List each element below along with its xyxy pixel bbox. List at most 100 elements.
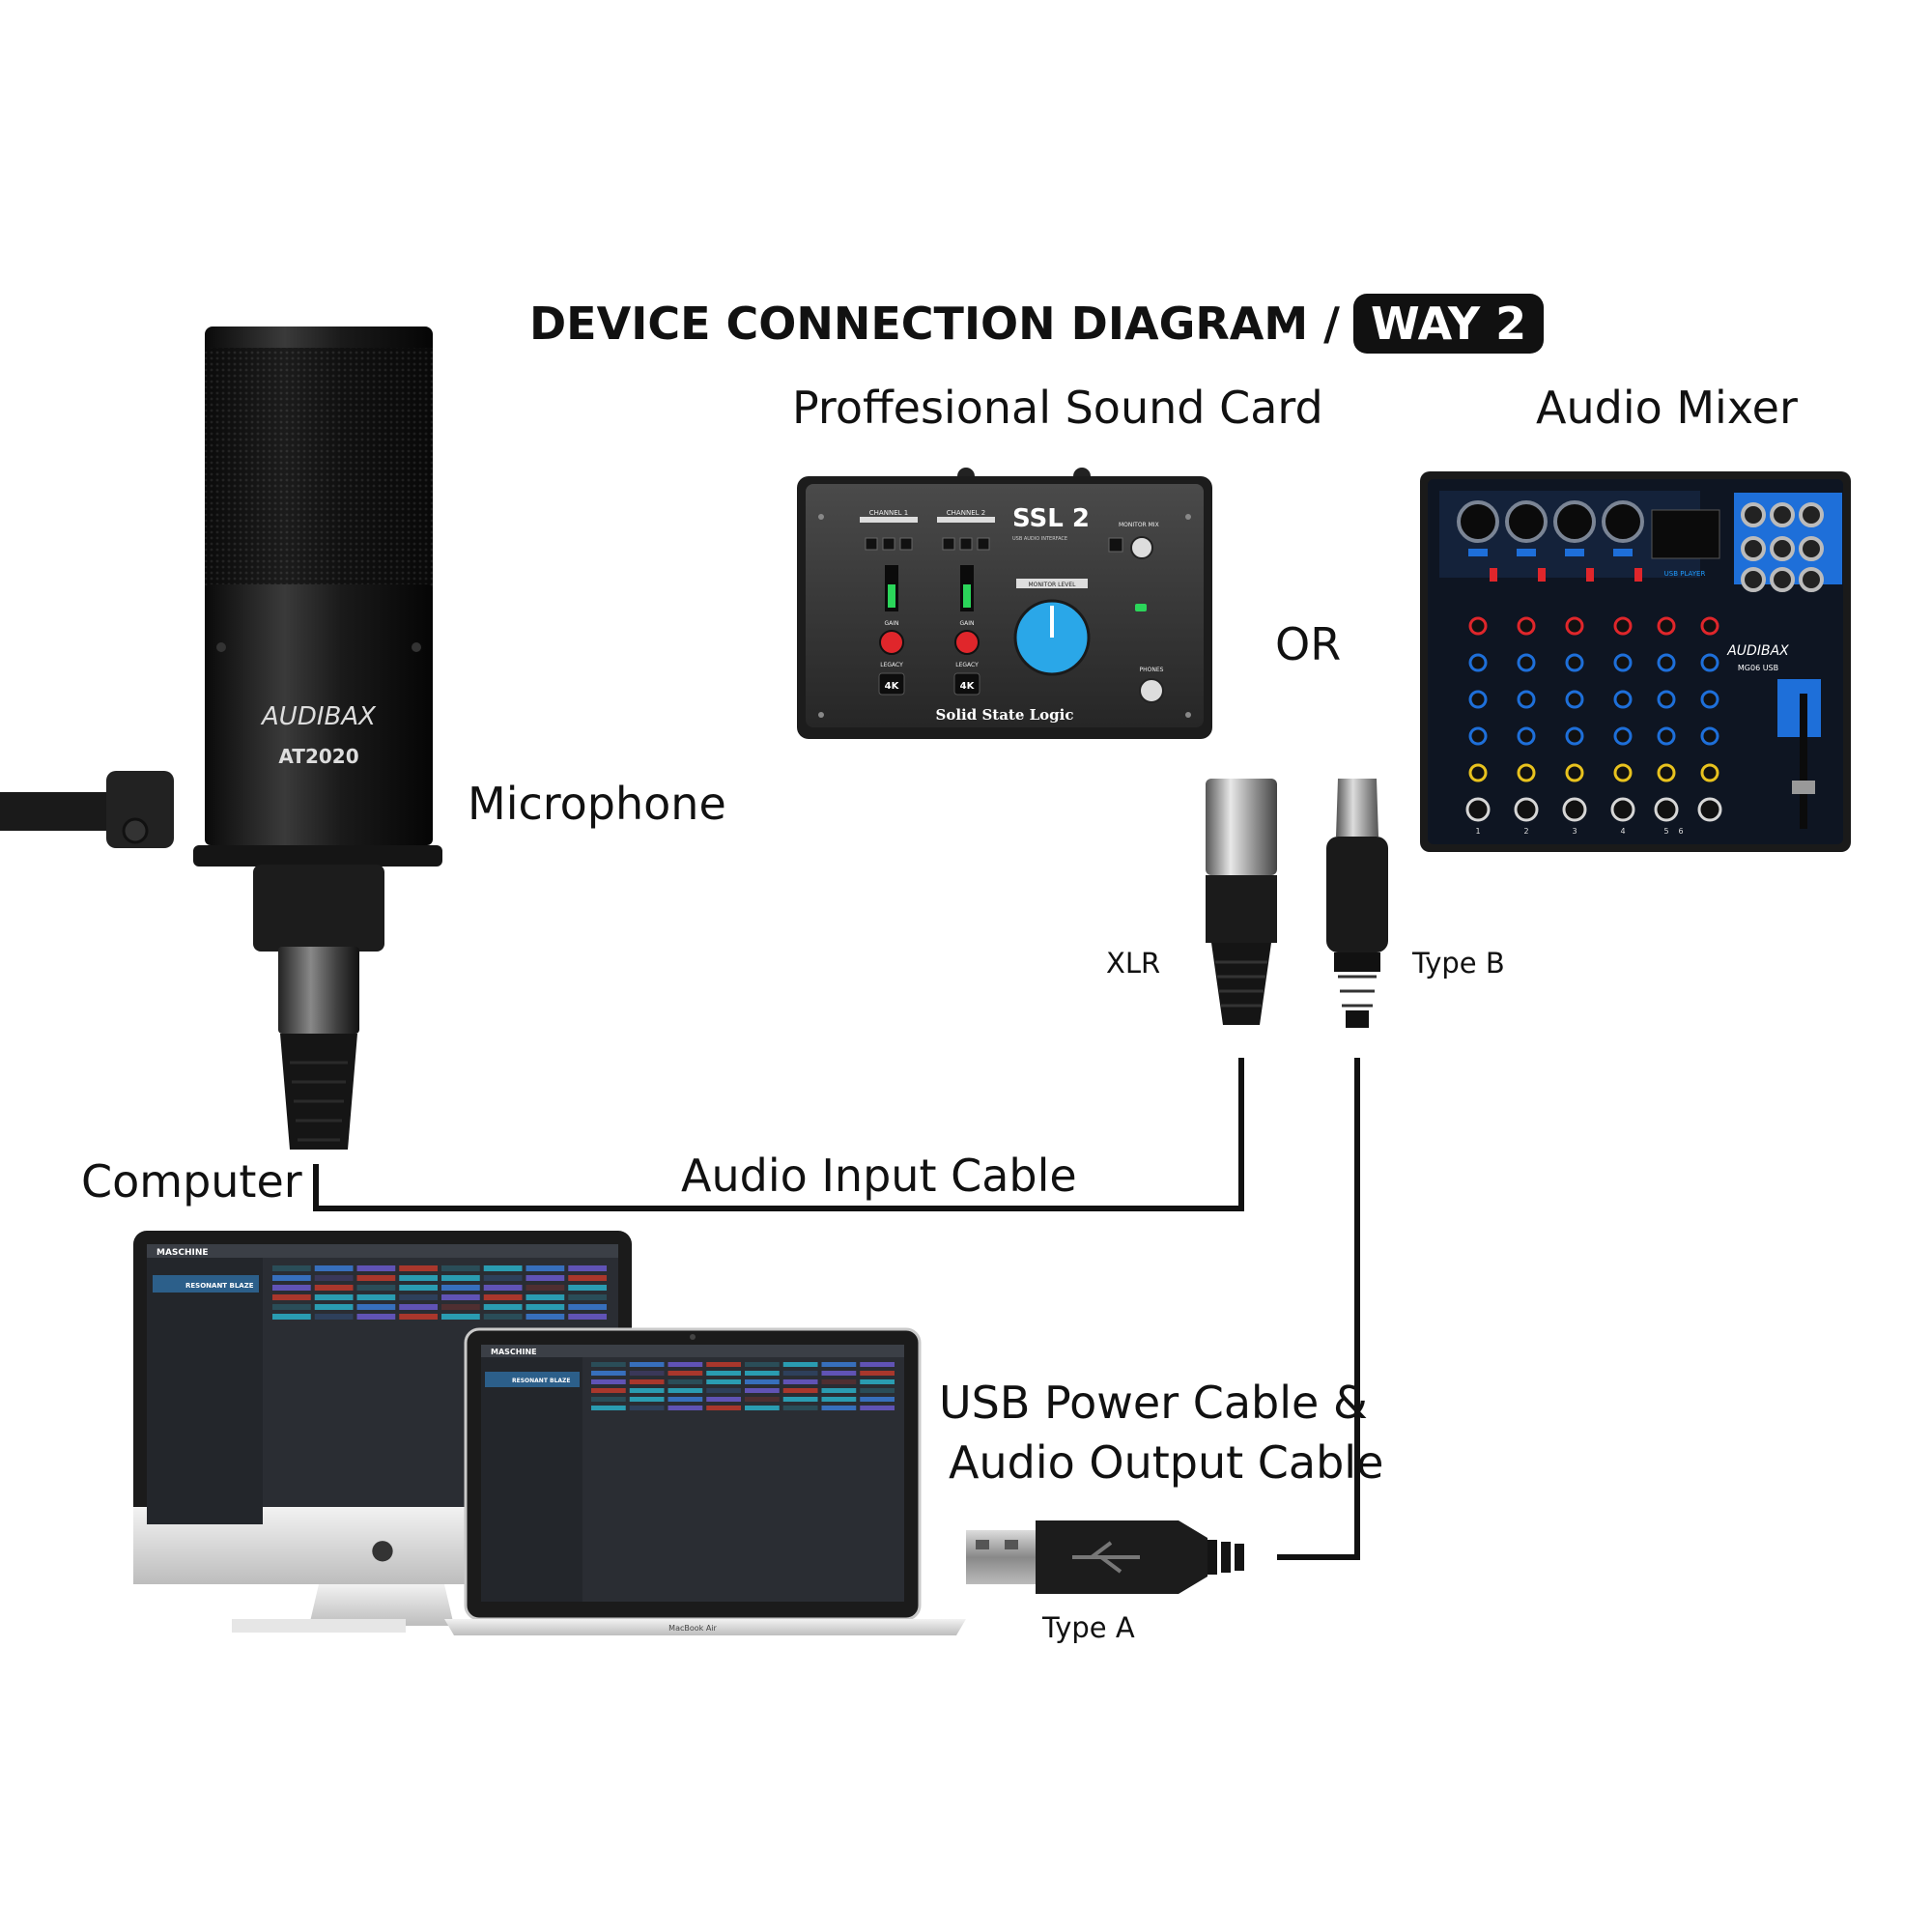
mixer-knob [1565, 763, 1584, 782]
mixer-model: MG06 USB [1738, 664, 1778, 672]
daw-clip [483, 1314, 523, 1320]
daw-clip [821, 1406, 857, 1410]
daw-clip [629, 1406, 665, 1410]
daw-clip [483, 1265, 523, 1271]
mixer-knob [1565, 690, 1584, 709]
daw-clip [356, 1304, 396, 1310]
daw-clip [629, 1362, 665, 1367]
mixer-knob [1700, 653, 1719, 672]
daw-clip [568, 1265, 607, 1271]
audio-input-cable-label: Audio Input Cable [681, 1150, 1077, 1202]
mixer-ch-2: 2 [1523, 827, 1528, 836]
daw-clip [272, 1294, 311, 1300]
daw-clip [272, 1275, 311, 1281]
ssl-subtitle: USB AUDIO INTERFACE [1012, 536, 1067, 542]
daw-clip [483, 1275, 523, 1281]
mixer-knob [1565, 726, 1584, 746]
or-label: OR [1275, 618, 1342, 670]
mixer-knob [1700, 616, 1719, 636]
daw-clip [314, 1304, 354, 1310]
mixer-ch-3: 3 [1572, 827, 1577, 836]
daw-clip [356, 1265, 396, 1271]
mic-brand: AUDIBAX [260, 702, 377, 731]
mixer-ch-4: 4 [1620, 827, 1625, 836]
daw-clip [745, 1397, 780, 1402]
mixer-knob [1657, 616, 1676, 636]
xlr-label: XLR [1106, 947, 1161, 980]
ssl-logo: SSL 2 [1012, 504, 1090, 533]
daw-clip [860, 1371, 895, 1376]
daw-clip [356, 1285, 396, 1291]
microphone-image: AUDIBAX AT2020 [0, 327, 442, 1150]
daw-clip [272, 1265, 311, 1271]
daw-clip [782, 1371, 818, 1376]
daw-clip [526, 1265, 565, 1271]
daw-clip [629, 1379, 665, 1384]
daw-clip [441, 1314, 480, 1320]
daw-clip [314, 1265, 354, 1271]
daw-clip [568, 1314, 607, 1320]
mixer-knob [1700, 690, 1719, 709]
daw-clip [821, 1379, 857, 1384]
mixer-knob [1613, 726, 1633, 746]
daw-clip [526, 1275, 565, 1281]
daw-clip [745, 1371, 780, 1376]
mixer-knob [1517, 653, 1536, 672]
daw-clip [668, 1406, 703, 1410]
usb-type-a-icon [966, 1520, 1244, 1594]
daw-clip [860, 1397, 895, 1402]
daw-clip [591, 1371, 626, 1376]
ssl-4k-2: 4K [960, 681, 976, 692]
mixer-knob [1700, 726, 1719, 746]
daw-clip [441, 1275, 480, 1281]
daw-clip [483, 1294, 523, 1300]
daw-clip [314, 1285, 354, 1291]
mixer-knob [1613, 690, 1633, 709]
mixer-knob [1657, 653, 1676, 672]
ssl-gain-2: GAIN [959, 620, 974, 627]
mixer-knob [1468, 653, 1488, 672]
mixer-knob [1613, 653, 1633, 672]
daw-clip [782, 1379, 818, 1384]
ssl-channel1: CHANNEL 1 [869, 509, 908, 517]
daw-clip [745, 1388, 780, 1393]
daw-clip [668, 1388, 703, 1393]
daw-clip [745, 1379, 780, 1384]
daw-clip [821, 1397, 857, 1402]
daw-clip [483, 1304, 523, 1310]
ssl-4k-1: 4K [885, 681, 900, 692]
ssl-gain-1: GAIN [884, 620, 898, 627]
daw-clip [591, 1388, 626, 1393]
xlr-connector-icon [1206, 779, 1277, 1025]
daw-clip [782, 1362, 818, 1367]
daw-clip [591, 1406, 626, 1410]
mixer-knob [1465, 797, 1491, 822]
mixer-knob [1517, 690, 1536, 709]
daw-clip [782, 1397, 818, 1402]
mixer-ch-1: 1 [1475, 827, 1480, 836]
daw-clip [526, 1285, 565, 1291]
mic-model: AT2020 [278, 745, 358, 768]
daw-clip [399, 1265, 438, 1271]
laptop-name: MacBook Air [668, 1624, 717, 1633]
mixer-knob [1697, 797, 1722, 822]
daw-clip [441, 1304, 480, 1310]
mixer-knob [1610, 797, 1635, 822]
mixer-knob [1613, 763, 1633, 782]
mixer-knob [1565, 616, 1584, 636]
sound-card-label: Proffesional Sound Card [792, 382, 1323, 434]
daw-clip [782, 1406, 818, 1410]
daw-clip [668, 1379, 703, 1384]
daw-clip [526, 1304, 565, 1310]
mixer-knob [1517, 763, 1536, 782]
daw-clip [441, 1294, 480, 1300]
daw-clip [591, 1362, 626, 1367]
daw-clip [441, 1285, 480, 1291]
title-text: DEVICE CONNECTION DIAGRAM / [529, 298, 1340, 350]
daw-clip [272, 1314, 311, 1320]
audio-mixer-image: USB PLAYER AUDIBAX MG06 USB 1 2 3 4 5 6 [1420, 471, 1851, 852]
sound-card-image: CHANNEL 1 CHANNEL 2 GAIN GAIN LEGACY LEG… [797, 468, 1212, 739]
mixer-knob [1654, 797, 1679, 822]
daw-clip [629, 1397, 665, 1402]
